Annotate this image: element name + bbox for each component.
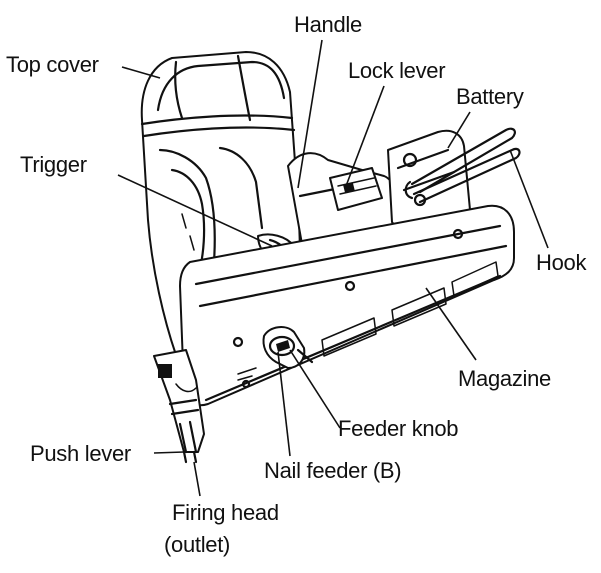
nose-assembly [153,349,205,464]
label-trigger: Trigger [20,152,87,177]
label-push-lever: Push lever [30,441,131,466]
leader-push-lever [153,451,185,454]
label-handle: Handle [294,12,362,37]
leader-feeder-knob [289,349,341,429]
magazine-body [179,204,515,407]
leader-lines [117,39,549,497]
label-firing-head-line2: (outlet) [164,532,230,557]
label-hook: Hook [536,250,587,275]
leader-handle [297,39,323,189]
leader-magazine [425,287,477,361]
label-magazine: Magazine [458,366,551,391]
label-top-cover: Top cover [6,52,99,77]
leader-top-cover [121,66,161,79]
label-nail-feeder-b: Nail feeder (B) [264,458,401,483]
leader-firing-head [193,461,201,497]
label-battery: Battery [456,84,524,109]
leader-hook [509,149,549,249]
label-firing-head-line1: Firing head [172,500,279,525]
nailer-illustration [140,51,521,464]
label-feeder-knob: Feeder knob [338,416,458,441]
leader-battery [447,111,471,149]
leader-lock-lever [345,85,385,187]
belt-hook [404,127,521,204]
labels: Top cover Handle Lock lever Battery Trig… [6,12,588,557]
leader-nail-feeder-b [277,351,291,457]
label-lock-lever: Lock lever [348,58,445,83]
leader-trigger [117,174,273,247]
